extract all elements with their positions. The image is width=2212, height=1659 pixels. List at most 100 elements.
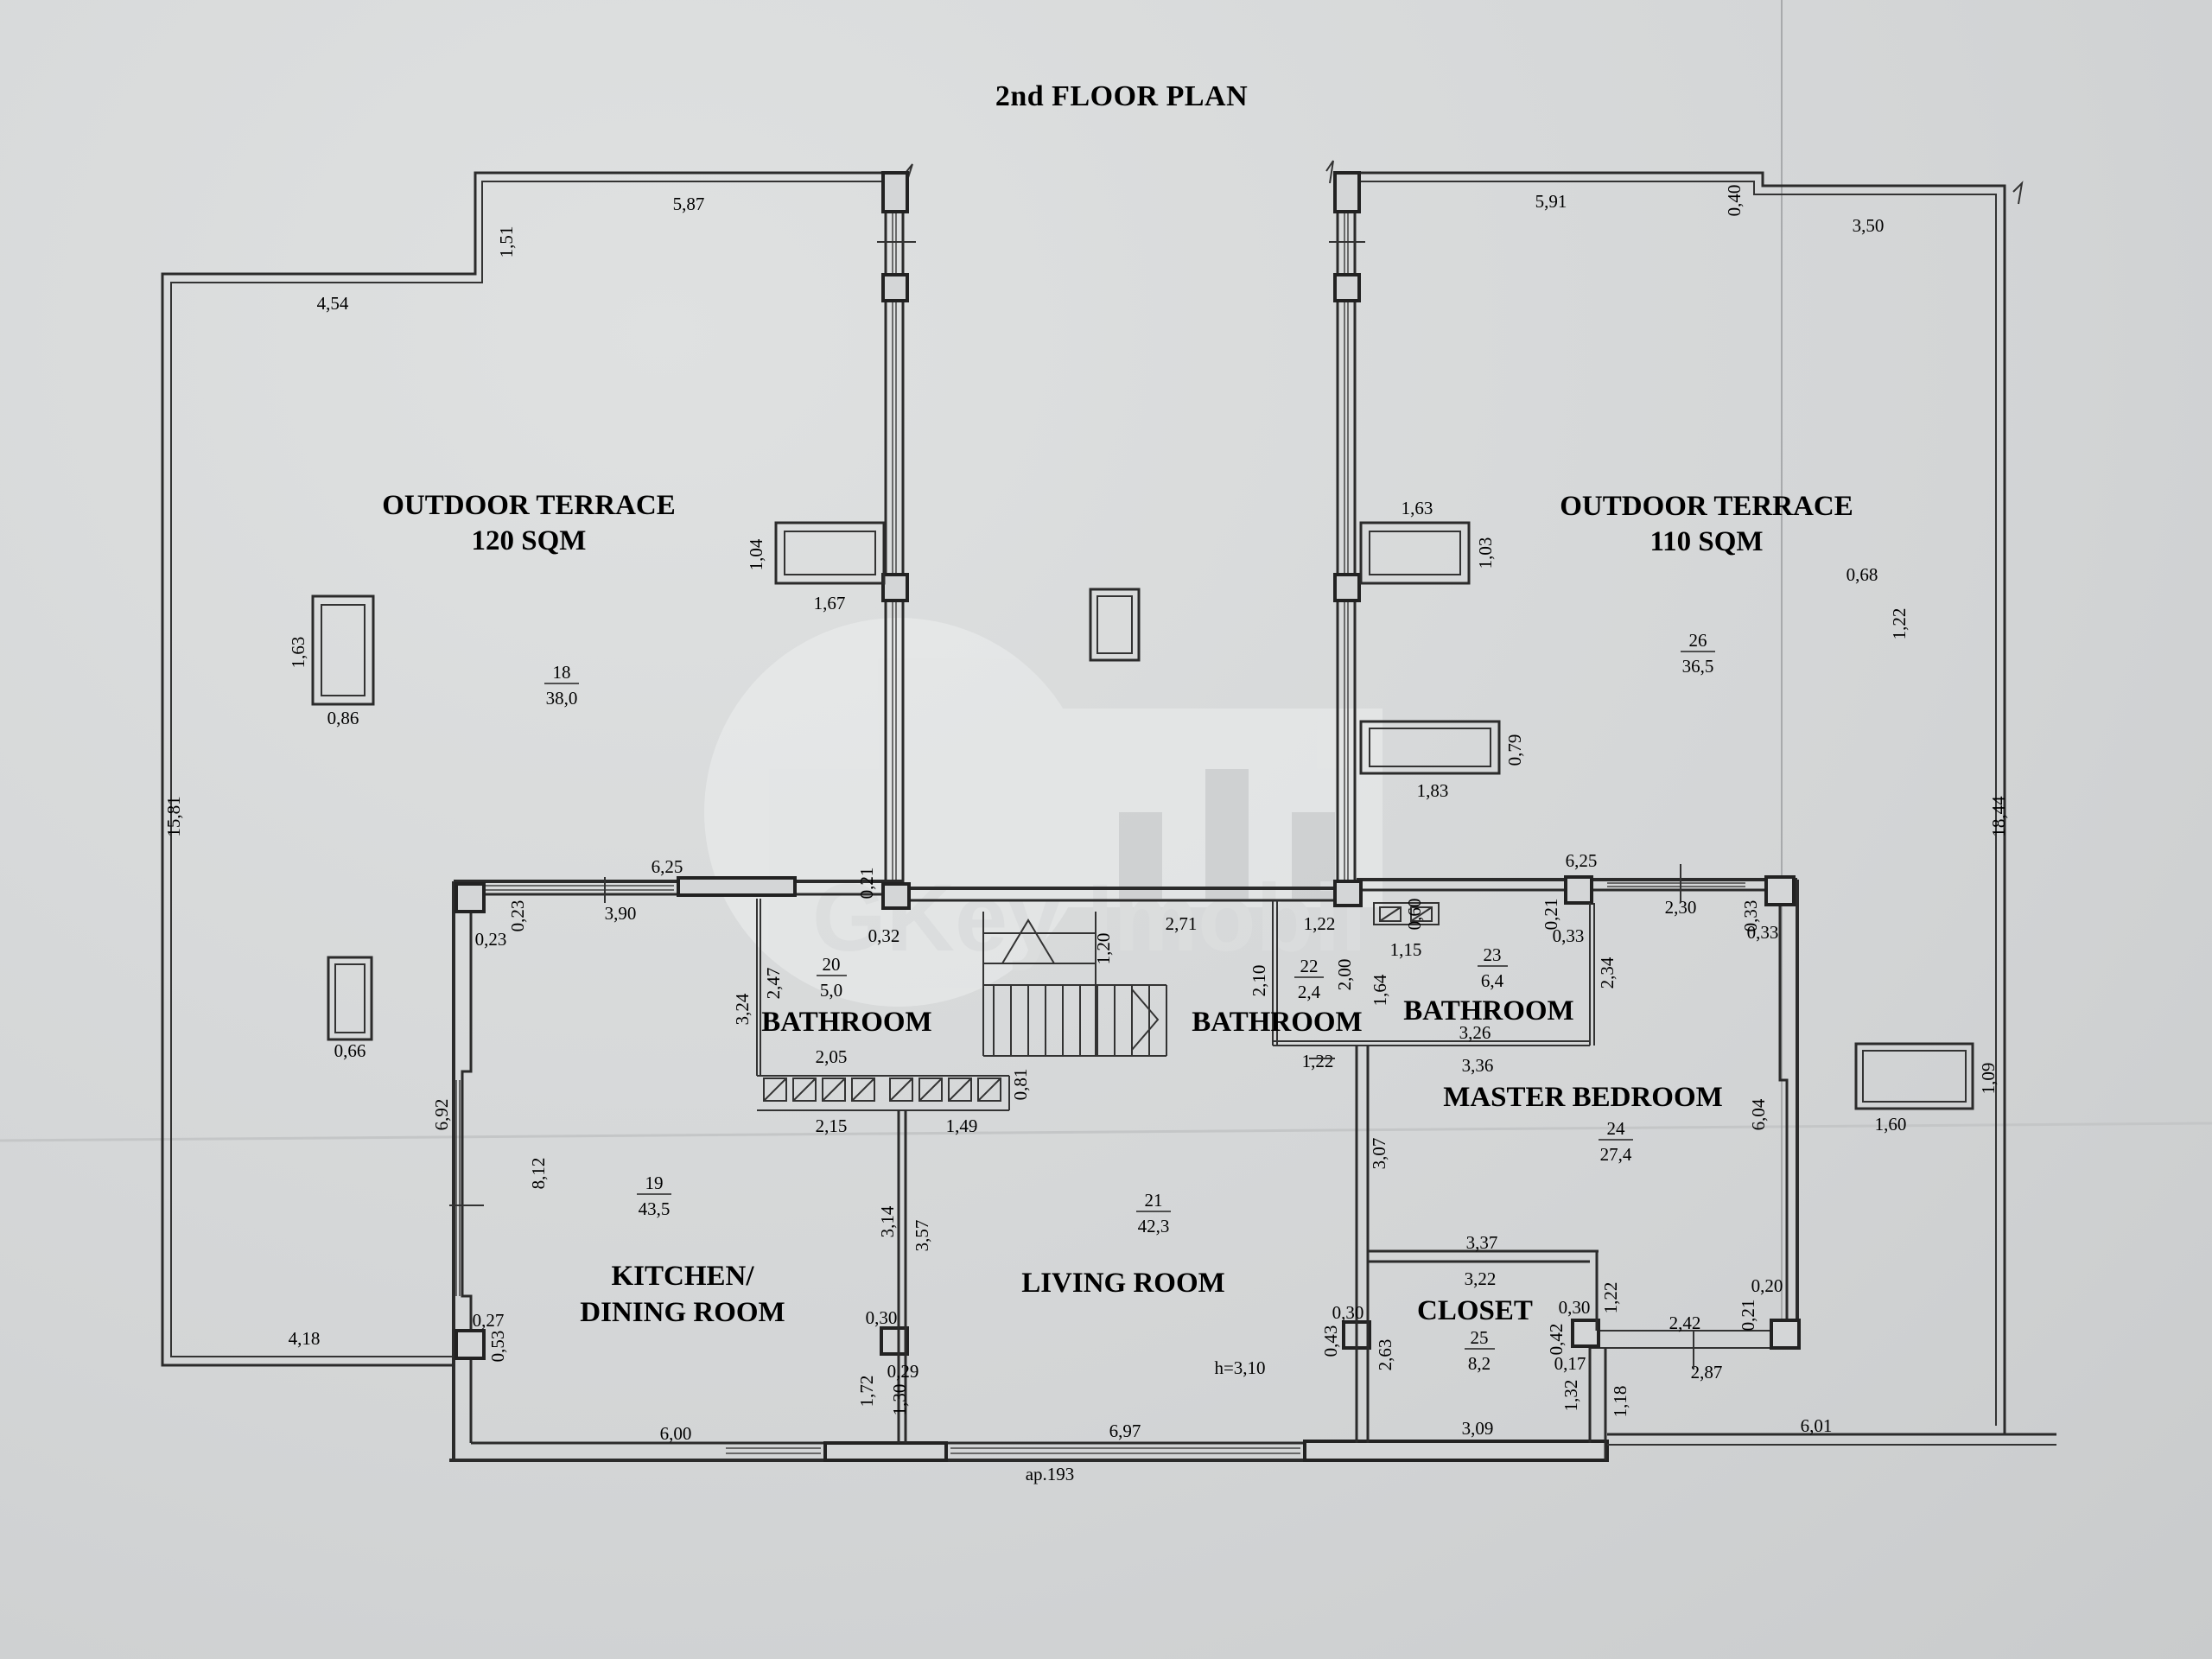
paper-fold [0, 1122, 2212, 1142]
dim-1-63-b: 1,63 [1402, 498, 1433, 518]
room-19-area: 43,5 [639, 1198, 671, 1219]
room-18-number: 18 [553, 662, 571, 683]
dim-2-42: 2,42 [1669, 1313, 1701, 1333]
room-24-number: 24 [1607, 1118, 1626, 1139]
dim-3-26: 3,26 [1459, 1022, 1491, 1043]
dim-2-87: 2,87 [1691, 1362, 1723, 1382]
dim-2-47: 2,47 [763, 968, 784, 1000]
kitchen-label-line1: KITCHEN/ [611, 1261, 754, 1292]
terrace-left-label: OUTDOOR TERRACE [382, 490, 676, 521]
room-21-area: 42,3 [1138, 1216, 1170, 1236]
dim-3-57: 3,57 [912, 1220, 932, 1252]
dim-1-67: 1,67 [814, 593, 846, 613]
dim-3-24: 3,24 [732, 993, 753, 1025]
room-26-number: 26 [1689, 630, 1707, 651]
dim-1-09: 1,09 [1978, 1063, 1999, 1095]
watermark: GKey Imobil [704, 618, 1382, 1007]
room-areas: 18 38,0 26 36,5 20 5,0 22 2,4 23 6,4 24 … [544, 630, 1715, 1374]
interior-partitions [756, 899, 1599, 1443]
dim-6-97: 6,97 [1109, 1421, 1141, 1441]
dim-3-37: 3,37 [1466, 1232, 1498, 1253]
dim-1-63-a: 1,63 [288, 637, 308, 669]
dim-15-81: 15,81 [163, 796, 184, 836]
dim-0-32: 0,32 [868, 925, 900, 946]
terrace-left-area: 120 SQM [472, 525, 587, 556]
bathroom-22-label: BATHROOM [1192, 1007, 1362, 1038]
dim-6-04: 6,04 [1748, 1098, 1769, 1130]
dim-1-22-d: 1,22 [1302, 1051, 1334, 1071]
dim-6-25-a: 6,25 [652, 856, 683, 877]
dim-0-17: 0,17 [1554, 1353, 1586, 1374]
dim-3-22: 3,22 [1465, 1268, 1497, 1289]
staircase [982, 912, 1167, 1057]
dim-0-30-a: 0,30 [866, 1307, 898, 1328]
dim-1-51: 1,51 [496, 226, 517, 258]
dim-0-23-b: 0,23 [475, 929, 507, 950]
room-22-area: 2,4 [1298, 982, 1321, 1002]
dim-1-15: 1,15 [1390, 939, 1422, 960]
room-23-area: 6,4 [1481, 970, 1504, 991]
dim-0-40: 0,40 [1724, 185, 1745, 217]
room-20-area: 5,0 [820, 980, 842, 1001]
dim-1-83: 1,83 [1417, 780, 1449, 801]
dim-1-04: 1,04 [746, 538, 766, 570]
dim-0-21-c: 0,21 [1738, 1300, 1758, 1332]
dim-1-60: 1,60 [1875, 1114, 1907, 1135]
storage-cells [763, 1077, 1001, 1102]
dim-2-00: 2,00 [1334, 959, 1355, 991]
dim-0-42: 0,42 [1546, 1324, 1567, 1356]
dim-1-22-e: 1,22 [1600, 1282, 1621, 1314]
dim-3-36: 3,36 [1462, 1055, 1494, 1076]
dim-1-30: 1,30 [889, 1384, 910, 1416]
dim-0-21-a: 0,21 [856, 868, 877, 899]
dim-5-87: 5,87 [673, 194, 705, 214]
master-bedroom-label: MASTER BEDROOM [1443, 1082, 1723, 1113]
dim-2-05: 2,05 [816, 1046, 848, 1067]
dimension-labels: 5,87 4,54 5,91 3,50 1,67 0,86 1,63 0,68 … [163, 185, 2009, 1444]
central-walls [877, 171, 1365, 890]
dim-0-33-b: 0,33 [1740, 900, 1761, 932]
dim-0-30-c: 0,30 [1559, 1297, 1591, 1318]
dim-0-68: 0,68 [1847, 564, 1878, 585]
bathroom-23-label: BATHROOM [1403, 995, 1573, 1027]
dim-0-53: 0,53 [487, 1331, 508, 1363]
dim-1-22-a: 1,22 [1889, 608, 1910, 640]
dim-3-14: 3,14 [877, 1205, 898, 1237]
closet-label: CLOSET [1417, 1295, 1533, 1326]
dim-1-03: 1,03 [1475, 537, 1496, 569]
dim-1-49: 1,49 [946, 1116, 978, 1136]
room-labels: OUTDOOR TERRACE 120 SQM OUTDOOR TERRACE … [382, 490, 1853, 1328]
room-25-area: 8,2 [1468, 1353, 1491, 1374]
dim-6-01: 6,01 [1801, 1415, 1833, 1436]
dim-2-63: 2,63 [1375, 1339, 1395, 1371]
dim-3-07: 3,07 [1369, 1138, 1389, 1170]
room-19-number: 19 [645, 1173, 664, 1193]
dim-1-18: 1,18 [1610, 1386, 1630, 1418]
apartment-number-note: ap.193 [1026, 1464, 1075, 1484]
bathroom-20-label: BATHROOM [761, 1007, 931, 1038]
dim-5-91: 5,91 [1535, 191, 1567, 212]
dim-0-33-c: 0,33 [1747, 922, 1779, 943]
dim-0-60: 0,60 [1404, 899, 1425, 931]
dim-4-54: 4,54 [317, 293, 349, 314]
dim-0-33-a: 0,33 [1553, 925, 1585, 946]
dim-6-25-b: 6,25 [1566, 850, 1598, 871]
room-25-number: 25 [1471, 1327, 1489, 1348]
terrace-planters [311, 521, 1974, 1110]
dim-0-30-b: 0,30 [1332, 1302, 1364, 1323]
dim-1-22-b: 1,22 [1304, 913, 1336, 934]
dim-18-44: 18,44 [1988, 796, 2009, 837]
plan-title: 2nd FLOOR PLAN [995, 80, 1248, 112]
ceiling-height-note: h=3,10 [1214, 1357, 1265, 1378]
terrace-right-label: OUTDOOR TERRACE [1560, 491, 1853, 522]
room-22-number: 22 [1300, 956, 1319, 976]
room-23-number: 23 [1484, 944, 1502, 965]
dim-0-81: 0,81 [1010, 1069, 1031, 1101]
apartment-walls [449, 875, 2056, 1462]
dim-4-18: 4,18 [289, 1328, 321, 1349]
dim-2-15: 2,15 [816, 1116, 848, 1136]
room-20-number: 20 [823, 954, 841, 975]
dim-3-50: 3,50 [1853, 215, 1885, 236]
dim-0-66: 0,66 [334, 1040, 366, 1061]
